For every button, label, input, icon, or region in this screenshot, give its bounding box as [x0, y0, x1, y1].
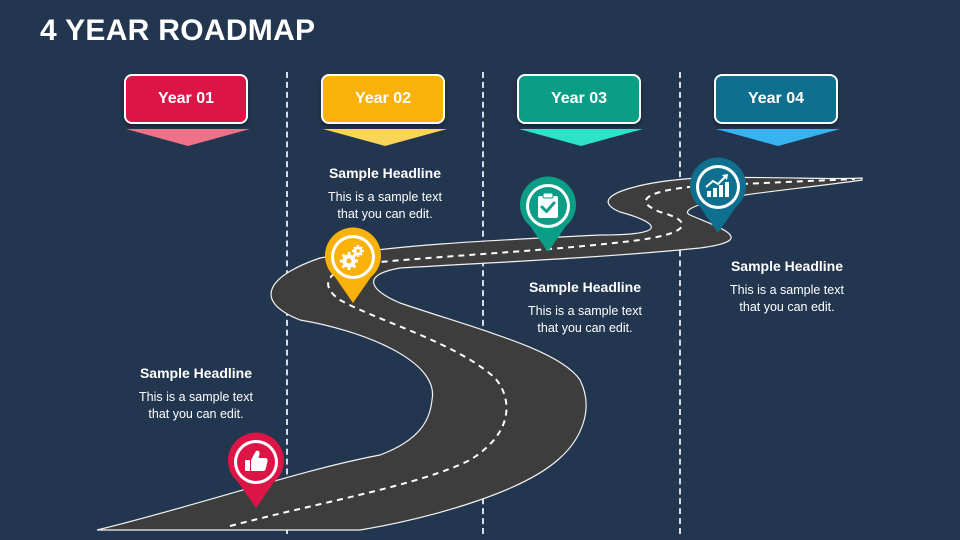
- year-divider: [482, 72, 484, 534]
- page-title: 4 YEAR ROADMAP: [40, 14, 316, 47]
- milestone-body-line: that you can edit.: [148, 407, 244, 421]
- gears-icon: [340, 245, 364, 270]
- year-box-3: Year 03: [517, 74, 641, 124]
- milestone-pin-2: [325, 227, 381, 303]
- thumbs-up-icon: [245, 450, 268, 471]
- milestone-body-line: This is a sample text: [528, 304, 642, 318]
- milestone-headline: Sample Headline: [528, 279, 642, 295]
- road-surface: [96, 176, 863, 531]
- year-box-2: Year 02: [321, 74, 445, 124]
- milestone-body-line: that you can edit.: [537, 321, 633, 335]
- milestone-body-line: This is a sample text: [328, 190, 442, 204]
- milestone-text-4: Sample Headline This is a sample text th…: [707, 258, 867, 316]
- milestone-body-line: that you can edit.: [337, 207, 433, 221]
- clipboard-check-icon: [538, 192, 558, 218]
- year-box-4: Year 04: [714, 74, 838, 124]
- year-arrow-3: [519, 129, 643, 146]
- year-divider: [679, 72, 681, 534]
- milestone-pin-3: [520, 176, 576, 252]
- milestone-text-3: Sample Headline This is a sample text th…: [505, 279, 665, 337]
- milestone-body-line: that you can edit.: [739, 300, 835, 314]
- milestone-headline: Sample Headline: [730, 258, 844, 274]
- milestone-text-1: Sample Headline This is a sample text th…: [116, 365, 276, 423]
- year-arrow-4: [716, 129, 840, 146]
- milestone-body-line: This is a sample text: [139, 390, 253, 404]
- year-arrow-2: [323, 129, 447, 146]
- milestone-pin-1: [228, 432, 284, 508]
- milestone-headline: Sample Headline: [139, 365, 253, 381]
- milestone-body-line: This is a sample text: [730, 283, 844, 297]
- milestone-text-2: Sample Headline This is a sample text th…: [305, 165, 465, 223]
- growth-chart-icon: [705, 174, 729, 197]
- milestone-headline: Sample Headline: [328, 165, 442, 181]
- year-arrow-1: [126, 129, 250, 146]
- milestone-pin-4: [690, 157, 746, 233]
- year-box-1: Year 01: [124, 74, 248, 124]
- road-centerline: [229, 178, 856, 527]
